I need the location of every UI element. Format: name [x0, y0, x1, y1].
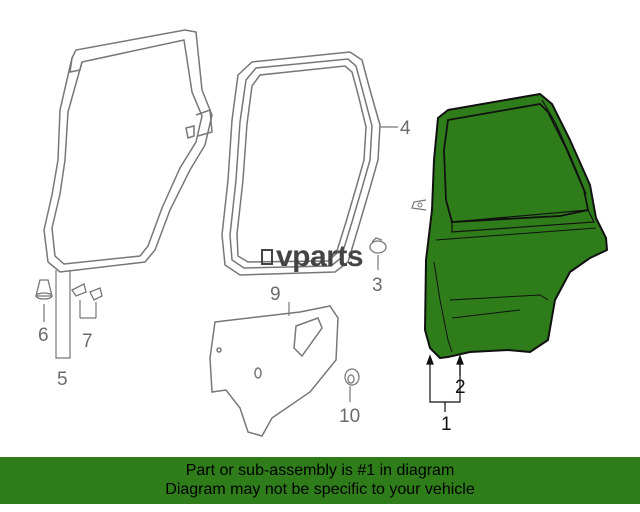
watermark-logo: vparts — [261, 240, 364, 273]
callout-9: 9 — [270, 284, 281, 305]
banner-line-2: Diagram may not be specific to your vehi… — [165, 481, 475, 498]
callout-4: 4 — [400, 118, 411, 139]
banner-line-1: Part or sub-assembly is #1 in diagram — [185, 462, 455, 479]
callout-1: 1 — [441, 414, 452, 435]
watermark-text: vparts — [276, 240, 363, 273]
parts-diagram: vparts 1 2 3 4 5 6 7 9 10 — [35, 29, 608, 437]
bolt-part — [369, 237, 387, 254]
callout-5: 5 — [57, 369, 68, 390]
grommet-part — [344, 368, 360, 386]
rear-door-shell — [411, 93, 608, 359]
callout-7: 7 — [82, 331, 93, 352]
leader-lines — [43, 126, 398, 402]
callout-10: 10 — [339, 406, 360, 427]
callout-6: 6 — [38, 325, 49, 346]
callout-2: 2 — [455, 377, 466, 398]
info-banner: Part or sub-assembly is #1 in diagram Di… — [0, 457, 640, 504]
door-trim-panel — [209, 305, 339, 437]
door-opening-weatherstrip — [43, 29, 213, 273]
bumper-part — [35, 279, 53, 300]
leader-lines-dark — [426, 354, 464, 412]
callout-3: 3 — [372, 275, 383, 296]
door-weatherstrip — [221, 51, 381, 276]
clip-parts — [71, 283, 103, 301]
